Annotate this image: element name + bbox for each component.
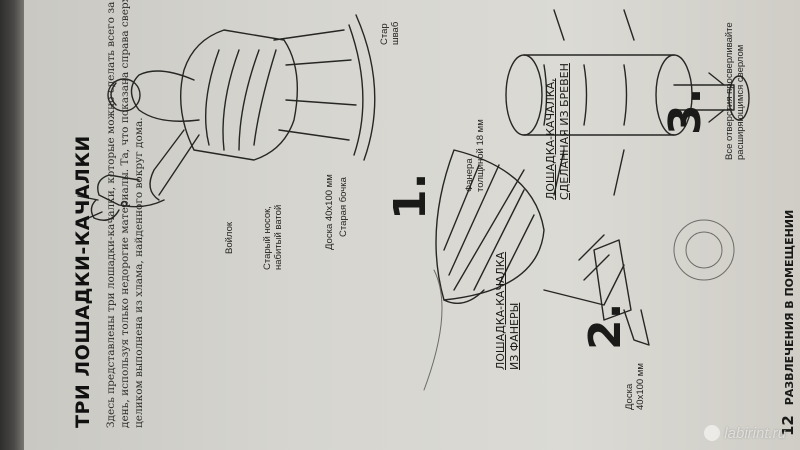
labirint-logo-icon bbox=[704, 425, 721, 441]
illustrations bbox=[77, 9, 750, 391]
section-line: ЛОШАДКА-КАЧАЛКА bbox=[494, 251, 507, 370]
label-plywood-line: толщиной 18 мм bbox=[475, 119, 486, 192]
step-number-2: 2. bbox=[580, 302, 631, 350]
label-holes-line: Все отверстия просверливайте bbox=[724, 22, 735, 160]
intro-line: Здесь представлены три лошадки-качалки, … bbox=[105, 0, 117, 428]
log-horse-illustration bbox=[505, 9, 750, 196]
label-board-left-line: 40x100 мм bbox=[635, 363, 646, 410]
rotated-page-content: ТРИ ЛОШАДКИ-КАЧАЛКИ Здесь представлены т… bbox=[24, 0, 800, 450]
label-barrel: Старая бочка bbox=[338, 177, 349, 237]
section-plywood-horse: ЛОШАДКА-КАЧАЛКА ИЗ ФАНЕРЫ bbox=[494, 252, 522, 370]
section-line: СДЕЛАННАЯ ИЗ БРЕВЕН bbox=[558, 63, 571, 200]
label-sock-line: набитый ватой bbox=[273, 204, 284, 270]
label-holes-line: расширяющимся сверлом bbox=[735, 44, 746, 160]
intro-paragraph: Здесь представлены три лошадки-качалки, … bbox=[104, 0, 146, 428]
label-felt: Войлок bbox=[224, 221, 235, 254]
label-sock-line: Старый носок, bbox=[262, 206, 273, 270]
step-number-3: 3. bbox=[660, 87, 711, 135]
label-dowels-line: Стар bbox=[379, 23, 390, 45]
label-dowels: Стар шваб bbox=[379, 22, 401, 45]
intro-line: целиком выполнена из хлама, найденного в… bbox=[133, 117, 145, 428]
label-board-left: Доска 40x100 мм bbox=[624, 363, 646, 410]
label-dowels-line: шваб bbox=[390, 21, 401, 45]
watermark-text: labirint.ru bbox=[724, 425, 786, 442]
book-page: ТРИ ЛОШАДКИ-КАЧАЛКИ Здесь представлены т… bbox=[24, 0, 800, 450]
section-line: ЛОШАДКА-КАЧАЛКА, bbox=[544, 78, 557, 200]
barrel-horse-illustration bbox=[77, 14, 376, 221]
label-plywood-line: Фанера bbox=[464, 158, 475, 192]
section-line: ИЗ ФАНЕРЫ bbox=[508, 302, 521, 370]
label-plywood: Фанера толщиной 18 мм bbox=[464, 119, 486, 192]
plywood-horse-illustration bbox=[435, 149, 650, 346]
footer-section: РАЗВЛЕЧЕНИЯ В ПОМЕЩЕНИИ bbox=[783, 209, 796, 406]
label-sock: Старый носок, набитый ватой bbox=[262, 205, 284, 270]
label-board-top: Доска 40x100 мм bbox=[324, 174, 335, 250]
page-title: ТРИ ЛОШАДКИ-КАЧАЛКИ bbox=[72, 135, 94, 428]
label-holes: Все отверстия просверливайте расширяющим… bbox=[724, 22, 746, 160]
intro-line: день, используя только недорогие материа… bbox=[119, 0, 131, 428]
step-number-1: 1. bbox=[385, 172, 436, 220]
page-footer: 12 РАЗВЛЕЧЕНИЯ В ПОМЕЩЕНИИ bbox=[779, 210, 797, 436]
label-board-left-line: Доска bbox=[624, 383, 635, 410]
section-log-horse: ЛОШАДКА-КАЧАЛКА, СДЕЛАННАЯ ИЗ БРЕВЕН bbox=[544, 63, 572, 200]
watermark: labirint.ru bbox=[704, 425, 786, 442]
